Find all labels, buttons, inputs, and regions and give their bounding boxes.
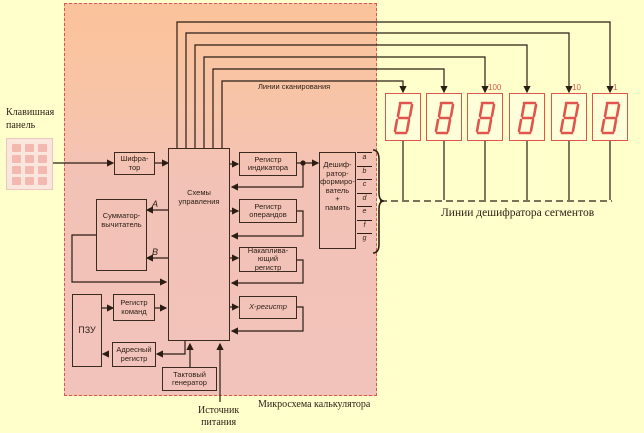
encoder-label-1: Шифра- xyxy=(120,154,149,163)
digit-position-100: 100 xyxy=(488,83,502,92)
seven-segment-glyph xyxy=(393,101,414,135)
digit-position-1: 1 xyxy=(613,83,618,92)
command-register-label-2: команд xyxy=(121,306,147,316)
rom-label: ПЗУ xyxy=(78,325,96,336)
decoder-label-2: ратор- xyxy=(326,168,349,178)
segment-output-b: b xyxy=(357,165,372,178)
keyboard-panel[interactable] xyxy=(6,138,53,190)
indicator-register-label-2: индикатора xyxy=(247,163,289,172)
keyboard-label: Клавишная панель xyxy=(6,106,54,132)
segment-output-c: c xyxy=(357,179,372,191)
display-digit xyxy=(467,93,503,141)
scan-line-6 xyxy=(221,80,407,148)
address-register-label-1: Адресный xyxy=(116,345,152,354)
clock-label-2: генератор xyxy=(172,378,207,387)
segment-output-e: e xyxy=(357,206,372,218)
encoder-block[interactable]: Шифра-тор xyxy=(114,152,155,175)
segment-lines-label: Линии дешифратора сегментов xyxy=(441,207,595,219)
rom-block[interactable]: ПЗУ xyxy=(72,294,102,367)
operand-register-label-1: Регистр xyxy=(254,201,282,211)
scan-line-4 xyxy=(203,56,489,148)
adder-label-2: вычитатель xyxy=(101,219,142,229)
display-digit xyxy=(385,93,421,141)
encoder-label-2: тор xyxy=(128,162,141,172)
bus-a-label: A xyxy=(152,199,159,209)
display-digit xyxy=(551,93,587,141)
indicator-register-label-1: Регистр xyxy=(254,154,282,164)
seven-segment-glyph xyxy=(600,101,621,135)
segment-output-g: g xyxy=(357,233,372,245)
decoder-block[interactable]: Дешиф- ратор- формиро- ватель + память xyxy=(319,152,356,249)
display-digit xyxy=(509,93,545,141)
clock-label-1: Тактовый xyxy=(173,369,206,379)
adder-subtractor-block[interactable]: Сумматор-вычитатель xyxy=(96,199,147,271)
decoder-label-5: + xyxy=(335,194,340,203)
seven-segment-glyph xyxy=(434,101,455,135)
operand-register-label-2: операндов xyxy=(249,210,287,219)
address-register-label-2: регистр xyxy=(120,353,148,363)
display-digit xyxy=(592,93,628,141)
seven-segment-glyph xyxy=(559,101,580,135)
decoder-label-1: Дешиф- xyxy=(323,160,352,169)
x-register-label: X-регистр xyxy=(249,302,287,312)
adder-label-1: Сумматор- xyxy=(102,211,141,220)
bus-b-label: B xyxy=(152,247,159,257)
segment-output-f: f xyxy=(357,219,372,232)
keyboard-label-line1: Клавишная xyxy=(6,107,55,118)
command-register-label-1: Регистр xyxy=(120,298,148,307)
seven-segment-glyph xyxy=(475,101,496,135)
keyboard-label-line2: панель xyxy=(6,120,36,131)
seven-segment-glyph xyxy=(517,101,538,135)
display-digit xyxy=(426,93,462,141)
scan-line-2 xyxy=(185,32,573,148)
control-label-1: Схемы xyxy=(187,188,211,197)
accumulator-label-3: регистр xyxy=(254,262,282,272)
scan-lines-label: Линии сканирования xyxy=(258,82,331,91)
segment-output-d: d xyxy=(357,192,372,205)
digit-position-10: 10 xyxy=(572,83,581,92)
power-label-1: Источник xyxy=(198,405,240,416)
control-label-2: управления xyxy=(178,196,220,206)
x-register-block[interactable]: X-регистр xyxy=(239,296,297,319)
power-label-2: питания xyxy=(201,417,237,428)
decoder-label-4: ватель xyxy=(325,185,350,195)
accumulator-label-1: Накаплива- xyxy=(247,245,289,255)
decoder-label-6: память xyxy=(325,202,350,212)
accumulator-label-2: ющий xyxy=(257,254,279,264)
scan-line-3 xyxy=(194,44,531,148)
segment-output-a: a xyxy=(357,152,372,164)
scan-line-1 xyxy=(176,21,614,148)
decoder-label-3: формиро- xyxy=(320,177,355,186)
power-source-label: Источник питания xyxy=(198,405,239,429)
scan-line-5 xyxy=(212,68,448,148)
chip-label: Микросхема калькулятора xyxy=(258,399,371,410)
